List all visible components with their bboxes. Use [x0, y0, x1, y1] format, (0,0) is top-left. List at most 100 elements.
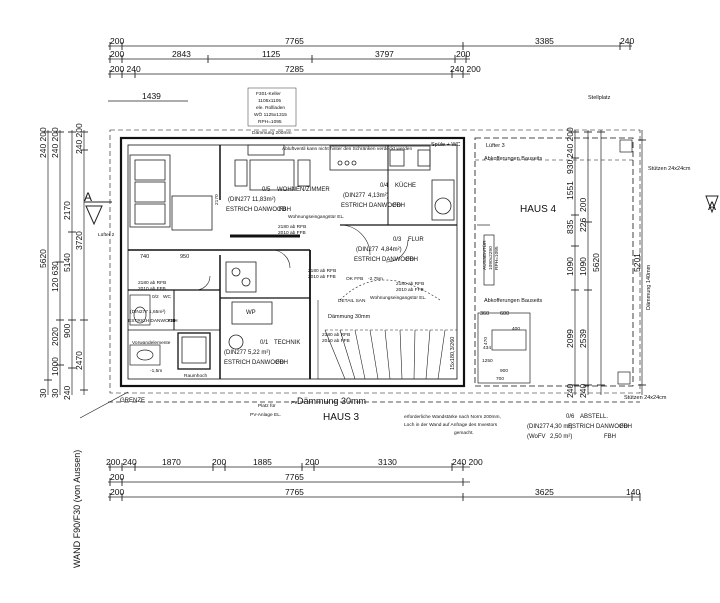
inner-dim-600: 600 [500, 311, 509, 317]
right-dim-1090b: 1090 [578, 257, 588, 276]
top-dim-1d: 240 [620, 36, 634, 46]
bot-dim-1d: 1885 [253, 457, 272, 467]
door-swings [195, 224, 409, 291]
staircase [317, 279, 457, 380]
inner-dim-360: 360 [480, 311, 489, 317]
room-wohnen: 0/5 WOHNEN/ZIMMER (DIN277 11,83m²) ESTRI… [226, 187, 330, 213]
detail-san: DETAIL SAN [338, 298, 366, 304]
right-dim-5620: 5620 [591, 253, 601, 272]
haus4-fixtures [477, 139, 633, 385]
pv-platz: Platz für [258, 403, 276, 409]
svg-text:FBH: FBH [406, 257, 418, 263]
room-wc: 0/2 WC (DIN277 1,65m²) ESTRICH DANWOOD F… [128, 294, 178, 324]
svg-text:(DIN277: (DIN277 [356, 247, 379, 253]
svg-text:0/5: 0/5 [262, 187, 271, 193]
stuetzen-bottom: Stützen 24x24cm [624, 395, 667, 401]
rfb-4b: 2010 ab FFB [138, 286, 166, 292]
rfb-3b: 2010 ab FFB [396, 287, 424, 293]
bottom-dimension-chains [108, 463, 641, 501]
abkofferung-mid: Abkofferungen Bauseits [484, 298, 543, 304]
pv-label: PV [291, 400, 298, 406]
svg-text:FBH: FBH [604, 434, 616, 440]
svg-text:0/2: 0/2 [152, 294, 159, 300]
raumhoch-label: Raumhoch [184, 373, 208, 379]
svg-text:WOHNEN/ZIMMER: WOHNEN/ZIMMER [277, 187, 330, 193]
inner-dim-1250: 1250 [482, 358, 493, 364]
right-dim-200: 200 [578, 198, 588, 212]
stellplatz-label: Stellplatz [588, 95, 611, 101]
left-dim-3720: 3720 [74, 231, 84, 250]
bot-dim-1g: 240 200 [452, 457, 483, 467]
left-dim-5140: 5140 [62, 253, 72, 272]
rfb-2a: 2180 ab RFB [308, 268, 336, 274]
left-dim-2470: 2470 [74, 351, 84, 370]
rfb-2b: 2010 ab FFB [308, 274, 336, 280]
bot-dim-3b: 7765 [285, 487, 304, 497]
right-dimension-chains [571, 130, 646, 395]
right-dim-5201: 5201 [632, 253, 642, 272]
wand-note-2: Loch in der Wand auf Anfrage des Investo… [404, 422, 498, 428]
svg-text:4,13m²): 4,13m²) [368, 193, 389, 199]
left-dimension-chains [44, 130, 88, 395]
keller-line5: RPH=1095 [258, 119, 282, 125]
bot-dim-1f: 3130 [378, 457, 397, 467]
keller-title: F301-Keller [256, 91, 281, 97]
svg-text:FBH: FBH [393, 203, 405, 209]
svg-text:(DIN277: (DIN277 [527, 424, 550, 430]
bot-dim-3d: 140 [626, 487, 640, 497]
left-dim-top2: 240 200 [50, 127, 60, 158]
bot-dim-3c: 3625 [535, 487, 554, 497]
right-dim-930: 930 [565, 160, 575, 174]
top-dim-3a: 200 240 [110, 64, 141, 74]
stairs-label: 15x180,3/260 [450, 337, 456, 370]
rfb-5a: 2180 ab RFB [322, 332, 350, 338]
section-marker-left: A [84, 190, 112, 226]
left-dim-1000: 1000 [50, 357, 60, 376]
svg-text:0/6: 0/6 [566, 414, 575, 420]
keller-line3: ele. Rollladen [256, 105, 285, 111]
bot-dim-1e: 200 [305, 457, 319, 467]
daemmung-30-mid: Dämmung 30mm [328, 314, 371, 320]
keller-line2: 1105x1105 [258, 98, 281, 104]
top-dim-3b: 7285 [285, 64, 304, 74]
svg-text:11,83m²): 11,83m²) [252, 197, 276, 203]
svg-text:ESTRICH DANWOOD: ESTRICH DANWOOD [128, 318, 177, 324]
top-dim-1a: 200 [110, 36, 124, 46]
bot-dim-1c: 200 [212, 457, 226, 467]
aussentuer-label: AUSSENTÜR [481, 240, 488, 270]
svg-text:ABSTELL.: ABSTELL. [580, 414, 608, 420]
svg-text:(DIN277: (DIN277 [224, 350, 247, 356]
svg-text:4,84m²): 4,84m²) [381, 247, 402, 253]
svg-text:KÜCHE: KÜCHE [395, 182, 416, 189]
rfb-3a: 2180 ab RFB [396, 281, 424, 287]
right-daemmung-140: Dämmung 140mm [646, 264, 652, 310]
left-dim-900: 900 [62, 324, 72, 338]
svg-text:ESTRICH DANWOOD: ESTRICH DANWOOD [568, 424, 629, 430]
wand-note-1: erforderliche Wandstärke nach Norm 200mm… [404, 414, 501, 420]
abkofferung-top: Abkofferungen Bauseits [484, 156, 543, 162]
svg-text:1,65m²): 1,65m²) [149, 309, 166, 315]
svg-text:(DIN277: (DIN277 [228, 197, 251, 203]
left-dim-30b: 30 [50, 388, 60, 398]
inner-dim-400: 400 [512, 326, 520, 332]
right-dim-240b: 240 [578, 384, 588, 398]
grenze-label: GRENZE [120, 398, 145, 404]
right-dim-1090a: 1090 [565, 257, 575, 276]
rfb-1b: 2010 ab FFB [278, 230, 306, 236]
inner-dim-950: 950 [180, 254, 189, 260]
aussentuer-rph: RPH=1095 [494, 246, 500, 270]
svg-text:4,30 m²): 4,30 m²) [550, 424, 572, 430]
wand-note-3: gemacht. [454, 430, 474, 436]
top-dim-2a: 200 [110, 49, 124, 59]
left-dim-240-200: 240 200 [74, 123, 84, 154]
dining-table [234, 144, 311, 191]
rfb-1a: 2180 ab RFB [278, 224, 306, 230]
room-abstell: 0/6 ABSTELL. (DIN277 4,30 m²) ESTRICH DA… [527, 414, 632, 440]
left-dim-top1: 240 200 [38, 127, 48, 158]
svg-text:ESTRICH DANWOOD: ESTRICH DANWOOD [226, 207, 287, 213]
haus4-label: HAUS 4 [520, 204, 557, 215]
stuetzen-top: Stützen 24x24cm [648, 166, 691, 172]
svg-text:(DIN277: (DIN277 [130, 309, 148, 315]
svg-text:FBH: FBH [276, 360, 288, 366]
top-dim-2b: 2843 [172, 49, 191, 59]
